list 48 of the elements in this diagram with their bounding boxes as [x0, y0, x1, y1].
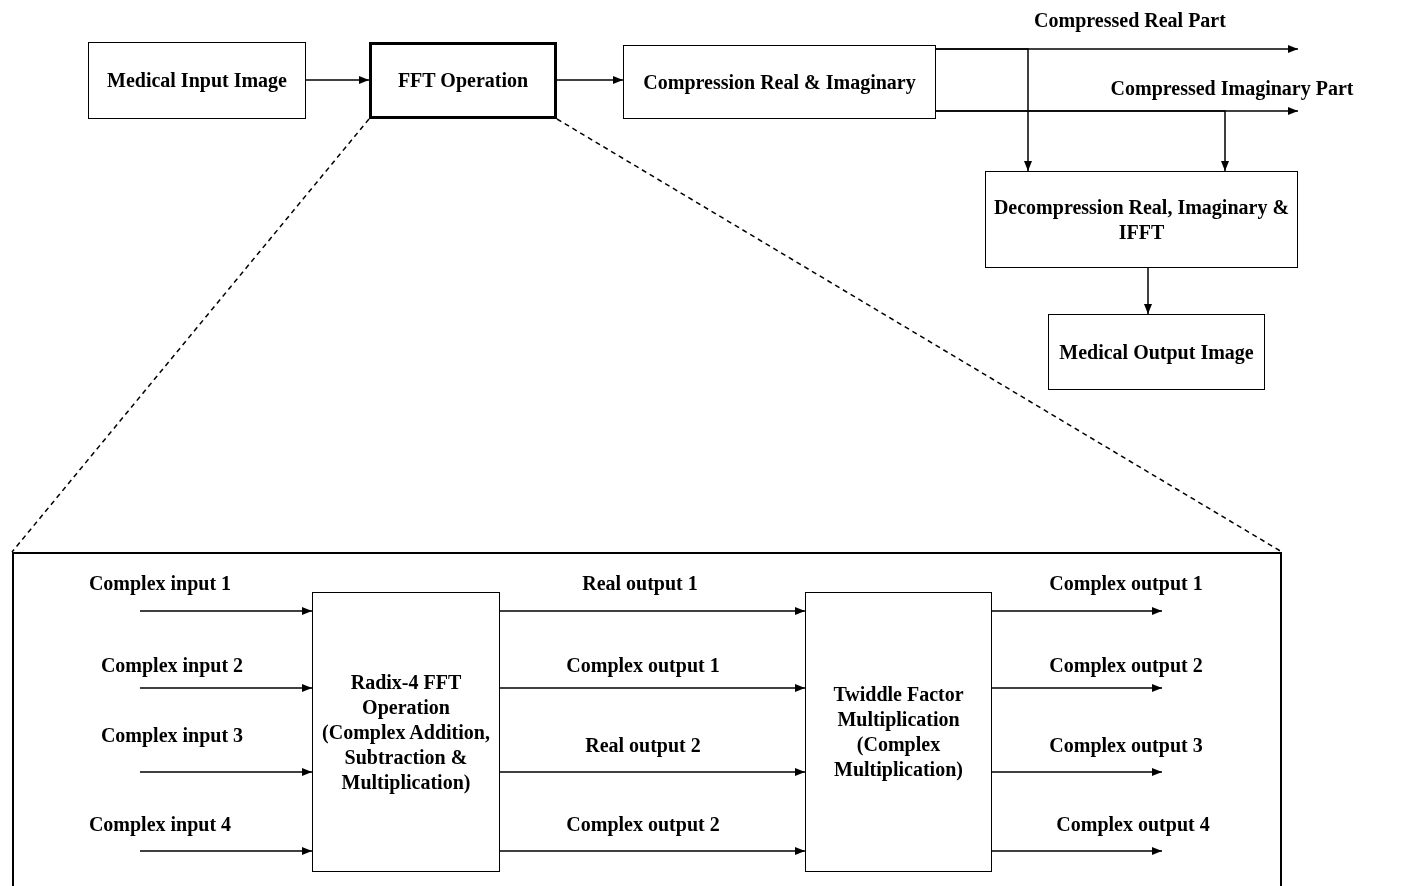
box-label: Twiddle Factor Multiplication (Complex Multiplication) [832, 682, 965, 782]
arrow [139, 607, 313, 615]
process-box [805, 592, 992, 872]
process-box [623, 45, 936, 119]
arrow [139, 847, 313, 855]
arrow [991, 684, 1163, 692]
edge-label: Complex output 2 [1049, 653, 1203, 677]
arrow [499, 684, 806, 692]
box-label: Medical Output Image [1058, 339, 1255, 365]
arrow [139, 768, 313, 776]
arrow [139, 684, 313, 692]
arrow [499, 847, 806, 855]
edge-label: Compressed Imaginary Part [1110, 76, 1354, 100]
detail-panel [12, 552, 1282, 886]
arrow [305, 76, 370, 84]
edge-label: Complex output 2 [566, 812, 720, 836]
edge-label: Compressed Real Part [1034, 8, 1226, 32]
zoom-guide-line [556, 118, 1283, 553]
process-box [985, 171, 1298, 268]
arrow [991, 768, 1163, 776]
box-label: FFT Operation [396, 68, 530, 93]
process-box [312, 592, 500, 872]
edge-label: Complex output 3 [1049, 733, 1203, 757]
arrow [499, 607, 806, 615]
arrow [991, 607, 1163, 615]
arrow [935, 48, 1032, 172]
edge-label: Complex input 3 [100, 723, 244, 747]
arrow [991, 847, 1163, 855]
box-label: Compression Real & Imaginary [642, 69, 917, 95]
arrow [556, 76, 624, 84]
box-label: Medical Input Image [106, 68, 288, 93]
process-box [369, 42, 557, 119]
box-label: Decompression Real, Imaginary & IFFT [992, 194, 1291, 245]
edge-label: Complex input 4 [88, 812, 232, 836]
edge-label: Complex output 1 [1049, 571, 1203, 595]
process-box [1048, 314, 1265, 390]
process-box [88, 42, 306, 119]
edge-label: Complex output 1 [566, 653, 720, 677]
edge-label: Real output 2 [585, 733, 701, 757]
zoom-guide-line [11, 118, 370, 553]
edge-label: Complex output 4 [1056, 812, 1210, 836]
arrow [499, 768, 806, 776]
arrow [935, 110, 1229, 172]
arrow [1144, 267, 1152, 315]
box-label: Radix-4 FFT Operation (Complex Addition, Subtraction & Multiplication) [321, 669, 491, 795]
edge-label: Complex input 1 [88, 571, 232, 595]
edge-label: Complex input 2 [100, 653, 244, 677]
edge-label: Real output 1 [582, 571, 698, 595]
